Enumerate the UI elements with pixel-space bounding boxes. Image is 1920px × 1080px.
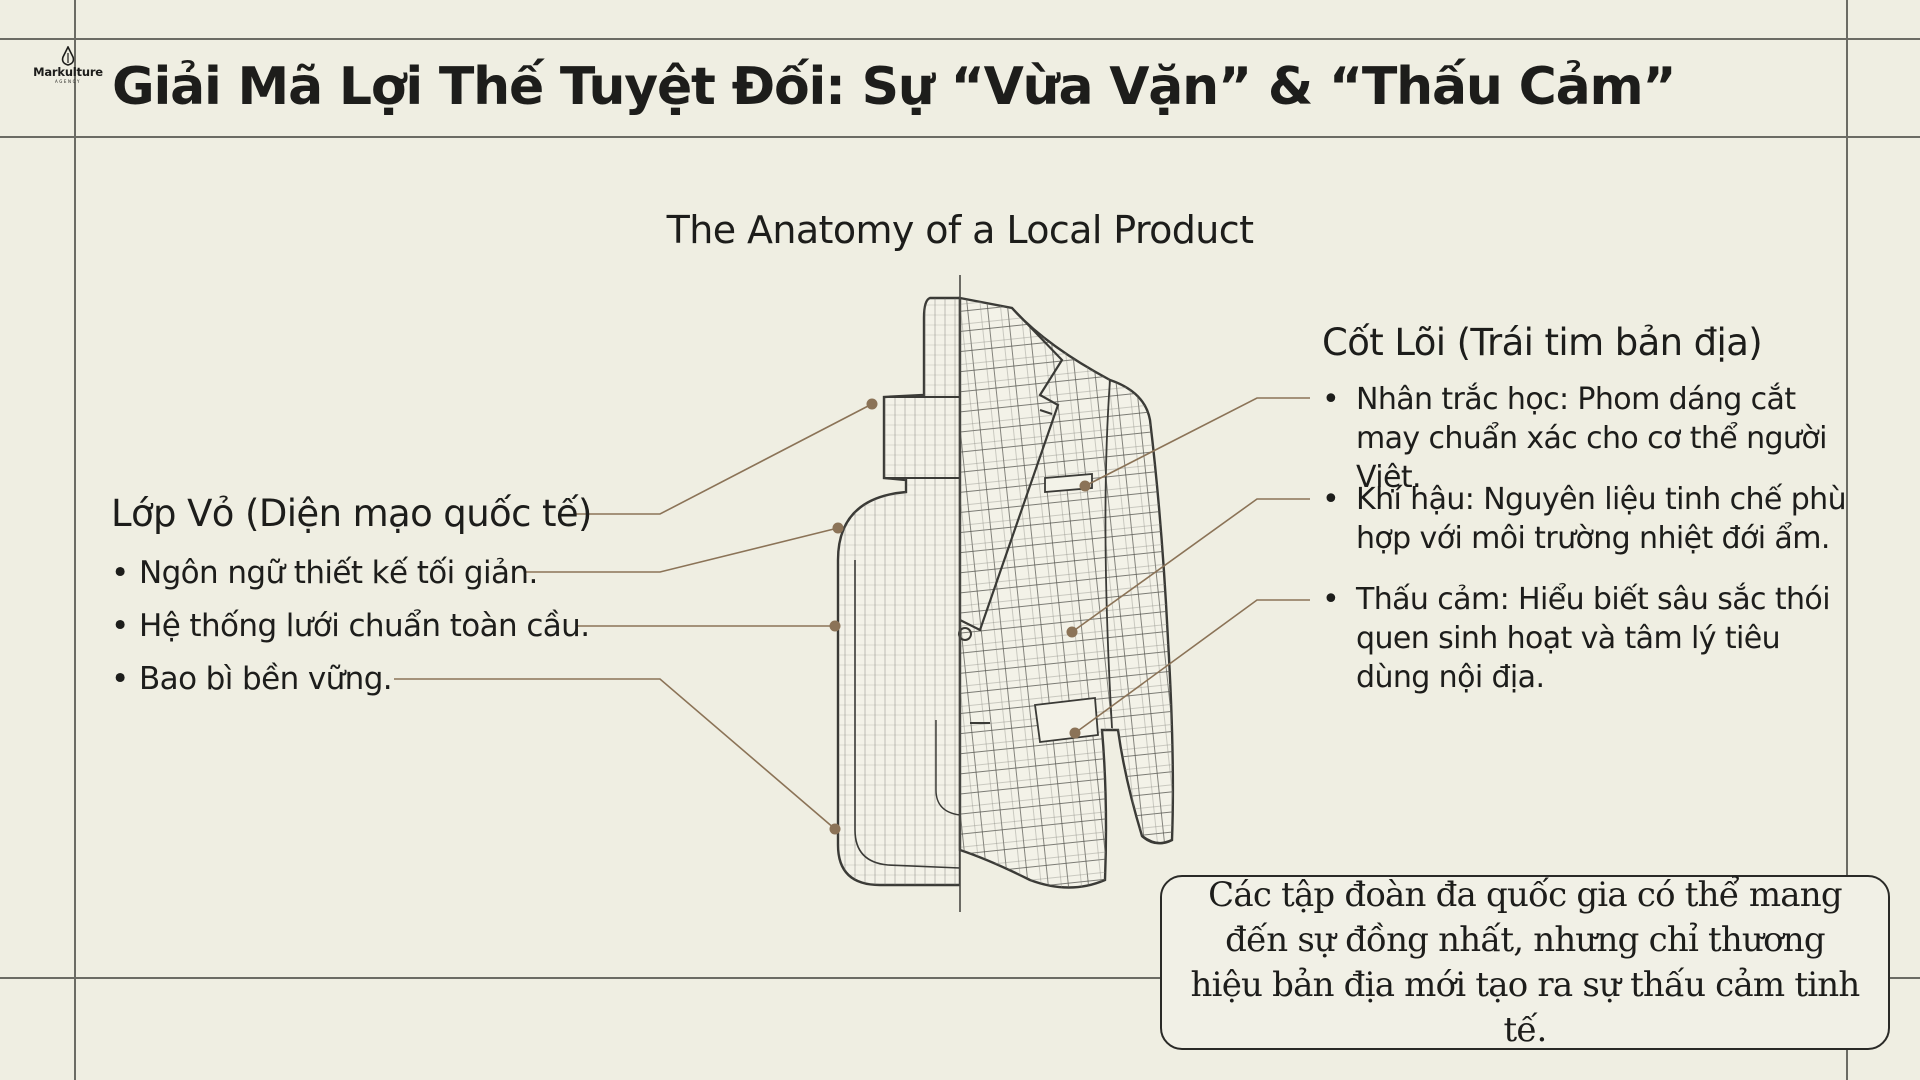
bullet-dot: •	[1322, 482, 1340, 517]
bullet-dot: •	[1322, 382, 1340, 417]
bullet-dot: •	[111, 608, 129, 644]
left-bullet-text: Hệ thống lưới chuẩn toàn cầu.	[139, 608, 590, 644]
quote-text: Các tập đoàn đa quốc gia có thể mang đến…	[1190, 874, 1861, 1050]
logo-subtitle: AGENCY	[54, 79, 82, 84]
page-title: Giải Mã Lợi Thế Tuyệt Đối: Sự “Vừa Vặn” …	[112, 57, 1677, 117]
left-bullet-1: • Ngôn ngữ thiết kế tối giản.	[111, 553, 538, 593]
bullet-dot: •	[111, 661, 129, 697]
left-bullet-text: Bao bì bền vững.	[139, 661, 393, 697]
left-bullet-3: • Bao bì bền vững.	[111, 659, 393, 699]
leader-right-bullet-2-anchor-dot	[1066, 626, 1078, 638]
leader-left-bullet-3	[394, 678, 836, 830]
leader-right-bullet-1	[1084, 397, 1310, 487]
grid-line-left	[74, 0, 76, 1080]
leader-left-bullet-1-anchor-dot	[832, 522, 844, 534]
leader-right-bullet-1-anchor-dot	[1079, 480, 1091, 492]
leaf-drop-icon	[61, 46, 75, 66]
jacket-half-sketch	[958, 296, 1175, 889]
leader-left-heading-anchor-dot	[866, 398, 878, 410]
right-bullet-1: • Nhân trắc học: Phom dáng cắt may chuẩn …	[1322, 380, 1862, 497]
leader-left-bullet-2-anchor-dot	[829, 620, 841, 632]
logo-name: Markulture	[33, 65, 103, 79]
right-panel-heading: Cốt Lõi (Trái tim bản địa)	[1322, 321, 1763, 364]
bullet-dot: •	[111, 555, 129, 591]
bottle-half-sketch	[836, 296, 960, 887]
grid-line-bottom	[0, 977, 1920, 979]
leader-left-heading	[575, 403, 873, 515]
bullet-dot: •	[1322, 582, 1340, 617]
right-bullet-text: Thấu cảm: Hiểu biết sâu sắc thói quen si…	[1356, 582, 1831, 695]
leader-left-bullet-1	[524, 527, 839, 573]
grid-line-right	[1846, 0, 1848, 1080]
left-bullet-text: Ngôn ngữ thiết kế tối giản.	[139, 555, 538, 591]
grid-line-header	[0, 136, 1920, 138]
leader-right-bullet-2	[1071, 498, 1310, 633]
leader-right-bullet-3	[1074, 599, 1310, 734]
leader-right-bullet-3-anchor-dot	[1069, 727, 1081, 739]
brand-logo: Markulture AGENCY	[32, 46, 104, 84]
right-bullet-3: • Thấu cảm: Hiểu biết sâu sắc thói quen s…	[1322, 580, 1862, 697]
leader-left-bullet-3-anchor-dot	[829, 823, 841, 835]
grid-line-top	[0, 38, 1920, 40]
quote-box: Các tập đoàn đa quốc gia có thể mang đến…	[1160, 875, 1890, 1050]
right-bullet-text: Nhân trắc học: Phom dáng cắt may chuẩn x…	[1356, 382, 1827, 495]
right-bullet-text: Khí hậu: Nguyên liệu tinh chế phù hợp vớ…	[1356, 482, 1847, 556]
left-bullet-2: • Hệ thống lưới chuẩn toàn cầu.	[111, 606, 590, 646]
right-bullet-2: • Khí hậu: Nguyên liệu tinh chế phù hợp v…	[1322, 480, 1862, 558]
diagram-subtitle: The Anatomy of a Local Product	[666, 208, 1254, 252]
left-panel-heading: Lớp Vỏ (Diện mạo quốc tế)	[111, 492, 592, 535]
